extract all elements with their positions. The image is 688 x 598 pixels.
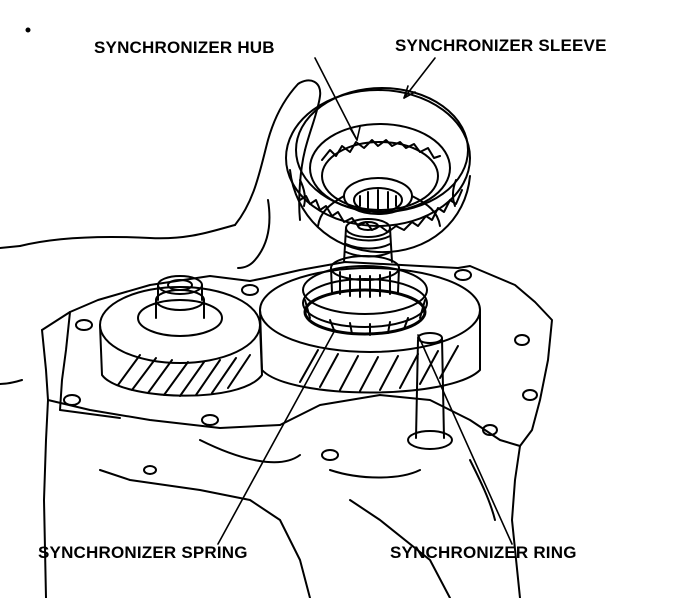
mainshaft-splined	[330, 218, 400, 298]
label-synchronizer-hub: SYNCHRONIZER HUB	[94, 38, 275, 57]
shift-rod	[407, 332, 453, 450]
label-synchronizer-spring: SYNCHRONIZER SPRING	[38, 543, 248, 562]
speck	[25, 27, 31, 33]
mainshaft-gear	[259, 267, 481, 394]
label-synchronizer-sleeve: SYNCHRONIZER SLEEVE	[395, 36, 607, 55]
transmission-case	[41, 261, 553, 598]
synchro-sleeve-hub	[285, 87, 471, 254]
countershaft-gear	[99, 275, 263, 397]
synchro-ring-assembly	[302, 265, 428, 336]
hand	[0, 79, 322, 385]
leader-lines	[217, 57, 513, 545]
label-synchronizer-ring: SYNCHRONIZER RING	[390, 543, 577, 562]
